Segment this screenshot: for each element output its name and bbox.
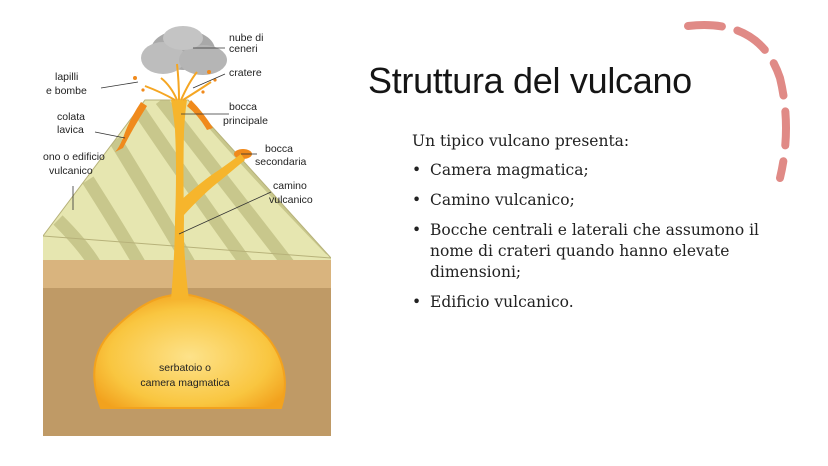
lapilli-particles bbox=[133, 70, 217, 94]
label-bocca-secondaria-line1: bocca bbox=[265, 143, 293, 155]
label-lapilli-line1: lapilli bbox=[55, 71, 78, 83]
label-nube-line1: nube di bbox=[229, 32, 263, 44]
label-bocca-secondaria-line2: secondaria bbox=[255, 156, 307, 168]
main-conduit bbox=[171, 100, 189, 300]
secondary-conduit bbox=[179, 154, 245, 216]
eruption-plumes bbox=[144, 63, 212, 101]
label-camino-line2: vulcanico bbox=[269, 194, 313, 206]
label-camino-line1: camino bbox=[273, 180, 307, 192]
decorative-arc bbox=[684, 21, 790, 182]
label-bocca-principale-line1: bocca bbox=[229, 101, 257, 113]
label-nube-line2: ceneri bbox=[229, 43, 258, 55]
bullet-item-camino: Camino vulcanico; bbox=[412, 190, 784, 211]
lava-flow-left bbox=[115, 102, 147, 152]
slide-title: Struttura del vulcano bbox=[368, 60, 692, 101]
label-serbatoio-line1: serbatoio o bbox=[159, 362, 211, 374]
label-colata-line1: colata bbox=[57, 111, 85, 123]
volcano-diagram: nube di ceneri cratere lapilli e bombe b… bbox=[43, 20, 331, 436]
ash-cloud bbox=[141, 26, 227, 75]
label-serbatoio-line2: camera magmatica bbox=[140, 377, 229, 389]
label-lapilli-line2: e bombe bbox=[46, 85, 87, 97]
intro-text: Un tipico vulcano presenta: bbox=[412, 132, 630, 150]
bullet-item-camera: Camera magmatica; bbox=[412, 160, 784, 181]
bullet-item-bocche: Bocche centrali e laterali che assumono … bbox=[412, 220, 784, 283]
label-cratere: cratere bbox=[229, 67, 262, 79]
label-edificio-line1: ono o edificio bbox=[43, 151, 105, 163]
volcano-svg: nube di ceneri cratere lapilli e bombe b… bbox=[43, 26, 331, 436]
lava-flow-right bbox=[187, 100, 213, 130]
bullet-list: Camera magmatica; Camino vulcanico; Bocc… bbox=[412, 160, 784, 322]
bullet-item-edificio: Edificio vulcanico. bbox=[412, 292, 784, 313]
leader-lines bbox=[72, 47, 272, 235]
label-colata-line2: lavica bbox=[57, 124, 84, 136]
label-bocca-principale-line2: principale bbox=[223, 115, 268, 127]
label-edificio-line2: vulcanico bbox=[49, 165, 93, 177]
